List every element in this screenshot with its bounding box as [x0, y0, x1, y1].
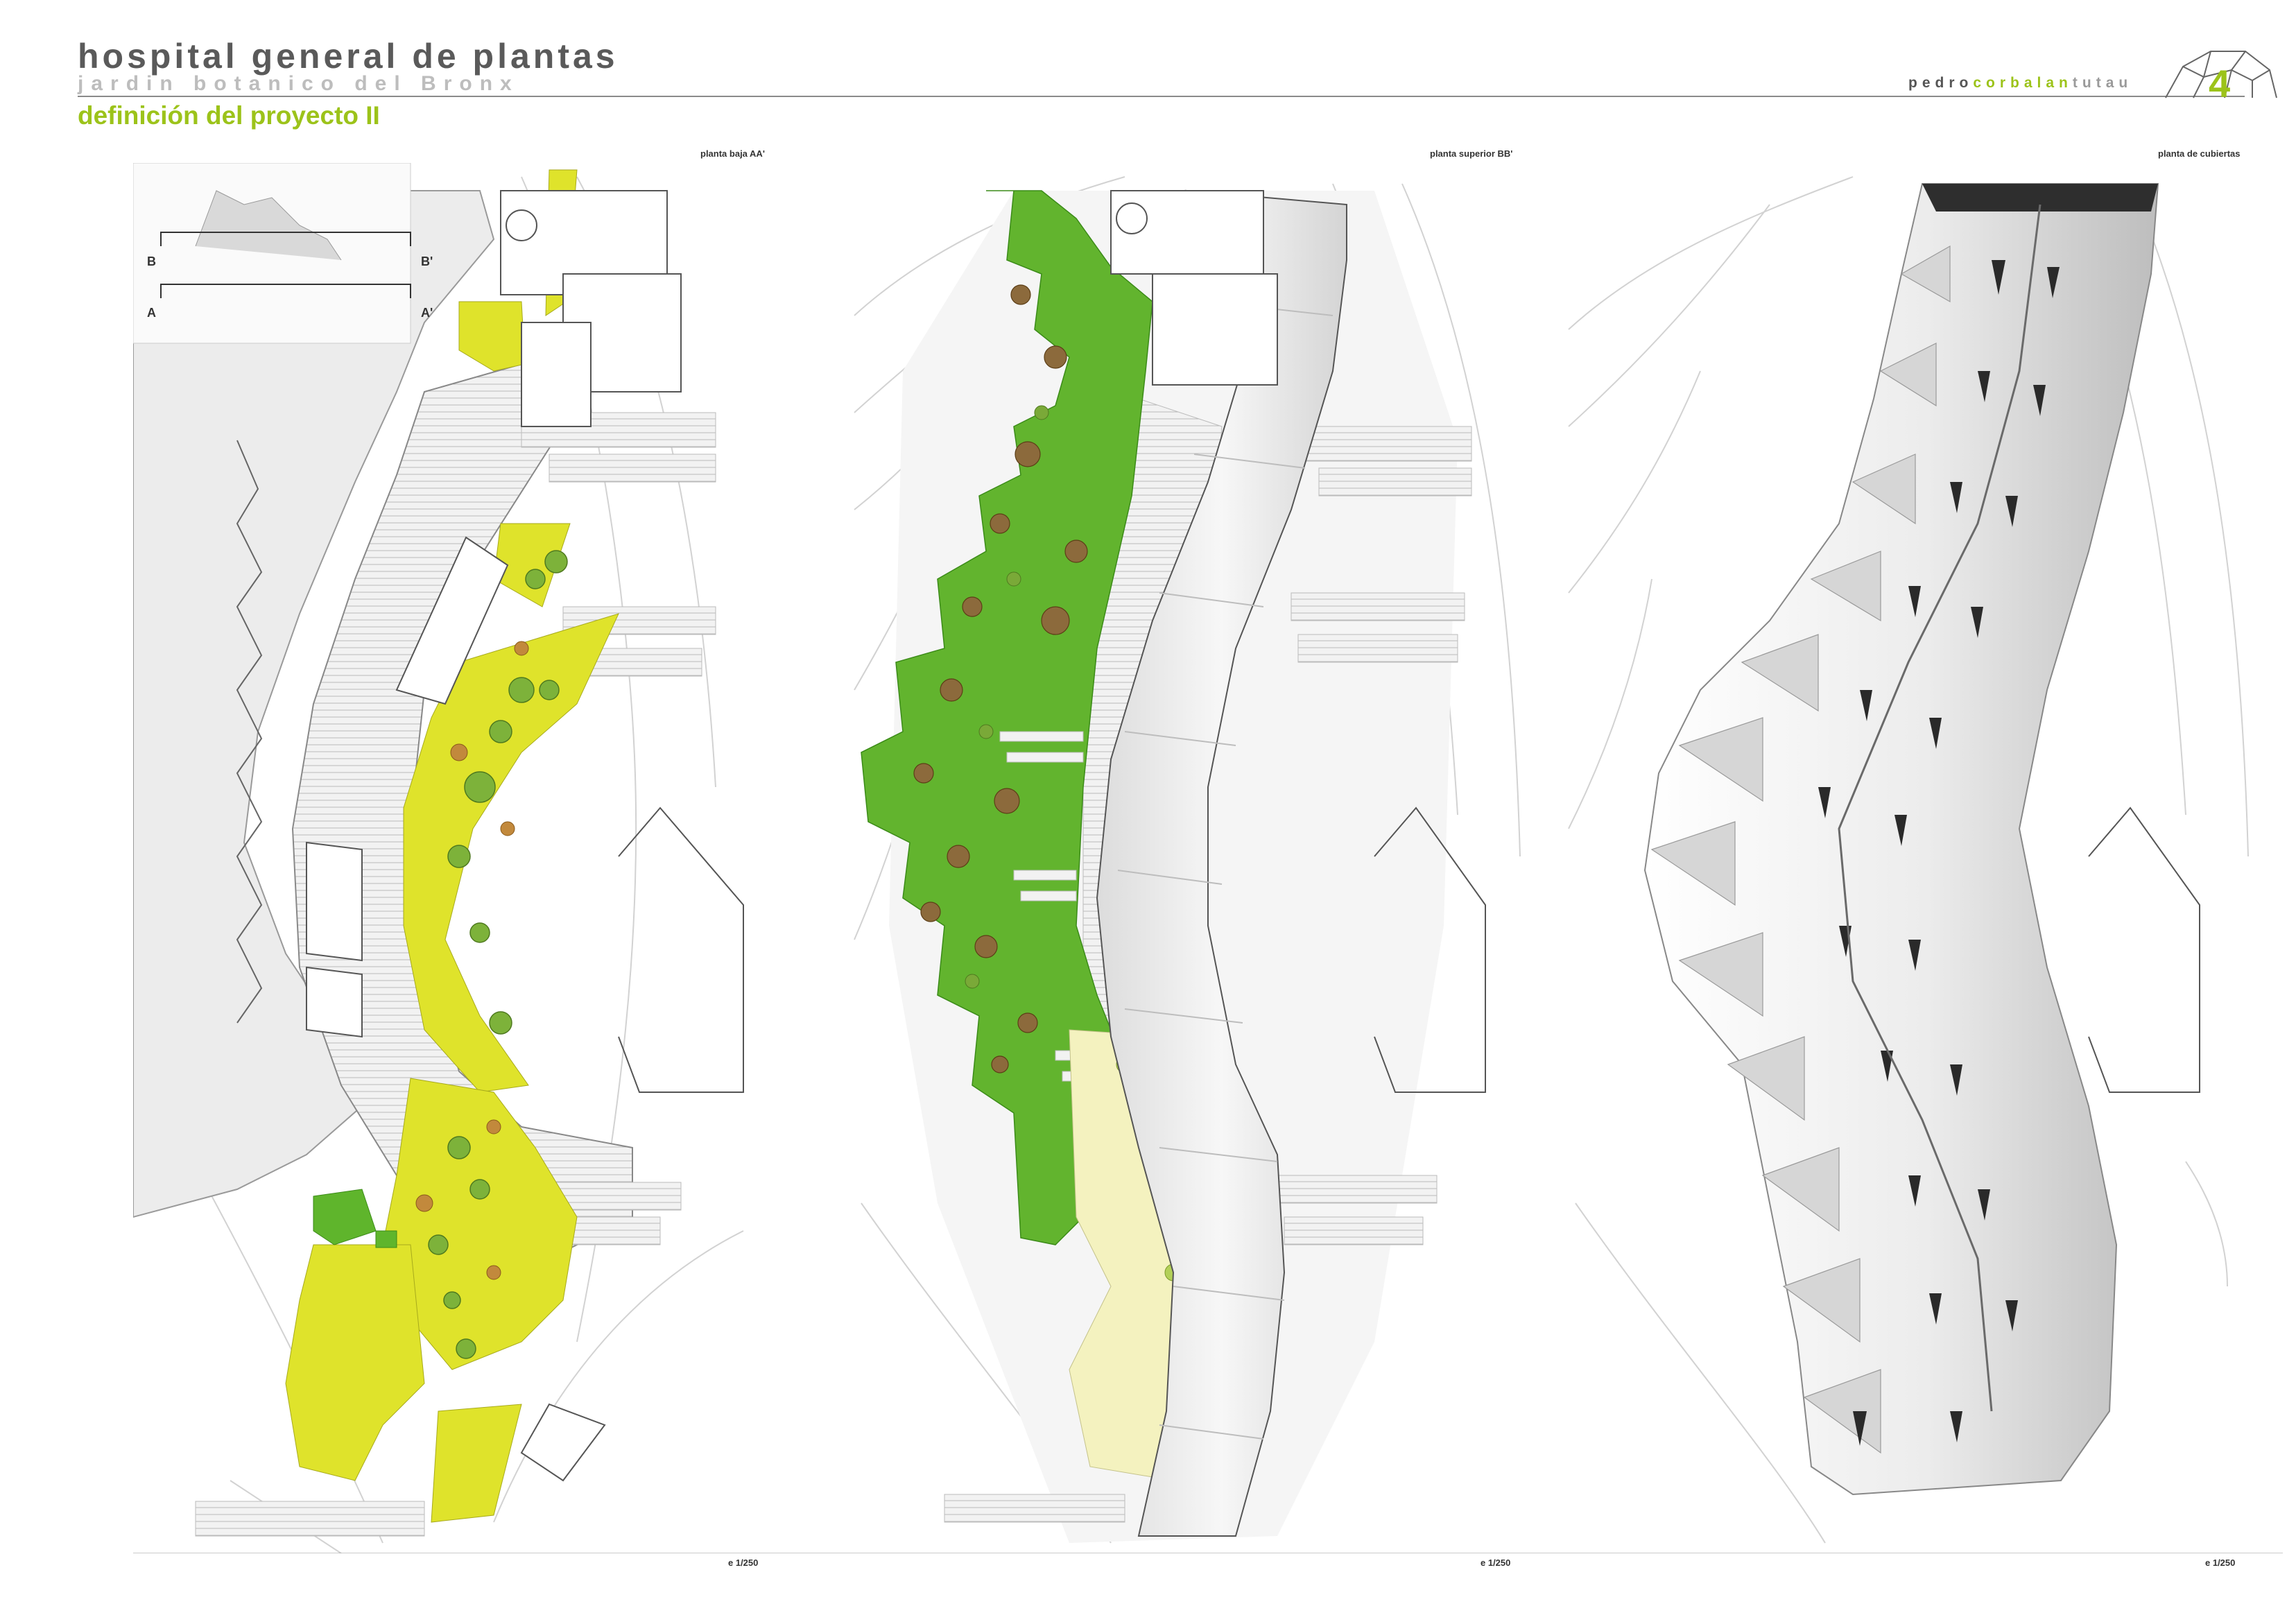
- panel-label-upper-floor: planta superior BB': [1430, 148, 1513, 159]
- section-key-a-right: A': [421, 306, 433, 320]
- scale-upper-floor: e 1/250: [1481, 1558, 1511, 1568]
- roof-plan: [1562, 163, 2283, 1553]
- scale-roof: e 1/250: [2205, 1558, 2236, 1568]
- project-subtitle: jardin botanico del Bronx: [78, 72, 519, 95]
- panel-label-ground-floor: planta baja AA': [700, 148, 765, 159]
- author-first: pedro: [1908, 75, 1974, 91]
- geodesic-logo-icon: [2165, 51, 2277, 98]
- author-last: tutau: [2072, 75, 2133, 91]
- section-key-a-left: A: [147, 306, 156, 320]
- project-title: hospital general de plantas: [78, 37, 619, 76]
- page-number: 4: [2209, 62, 2231, 105]
- scale-ground-floor: e 1/250: [728, 1558, 759, 1568]
- panel-label-roof: planta de cubiertas: [2158, 148, 2241, 159]
- section-title: definición del proyecto II: [78, 101, 380, 130]
- section-key-b-right: B': [421, 254, 433, 268]
- upper-floor-plan: [847, 163, 1569, 1553]
- author-name: pedrocorbalantutau: [1908, 75, 2132, 92]
- author-middle: corbalan: [1973, 75, 2073, 91]
- section-key-b-left: B: [147, 254, 156, 268]
- ground-floor-plan: B B' A A': [133, 163, 854, 1553]
- header-rule: [78, 96, 2245, 97]
